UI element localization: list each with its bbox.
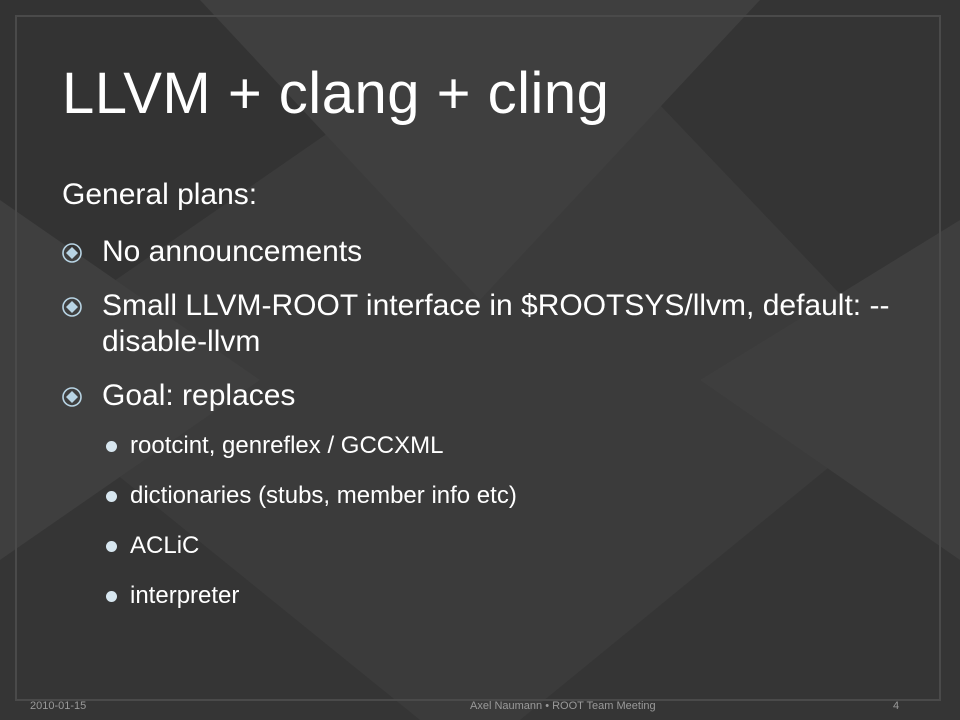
bullet-text: Small LLVM-ROOT interface in $ROOTSYS/ll… <box>102 289 890 358</box>
sub-bullet-item: interpreter <box>62 582 902 610</box>
filled-dot-icon <box>106 541 117 552</box>
footer-page-number: 4 <box>893 700 900 712</box>
footer-presenter: Axel Naumann • ROOT Team Meeting <box>470 700 656 712</box>
slide-content: General plans: No announcements Small LL… <box>62 178 902 632</box>
footer-date: 2010-01-15 <box>30 700 87 712</box>
sub-bullet-item: dictionaries (stubs, member info etc) <box>62 482 902 510</box>
filled-dot-icon <box>106 491 117 502</box>
filled-dot-icon <box>106 441 117 452</box>
sub-bullet-text: interpreter <box>130 582 240 609</box>
circled-diamond-icon <box>62 387 82 407</box>
sub-bullet-text: rootcint, genreflex / GCCXML <box>130 432 444 459</box>
filled-dot-icon <box>106 591 117 602</box>
sub-bullet-item: ACLiC <box>62 532 902 560</box>
sub-bullet-text: dictionaries (stubs, member info etc) <box>130 482 517 509</box>
slide-frame <box>15 15 941 701</box>
bullet-text: Goal: replaces <box>102 379 296 412</box>
sub-bullet-text: ACLiC <box>130 532 200 559</box>
intro-text: General plans: <box>62 178 258 211</box>
circled-diamond-icon <box>62 297 82 317</box>
bullet-text: No announcements <box>102 235 363 268</box>
bullet-item: No announcements <box>62 234 902 270</box>
circled-diamond-icon <box>62 243 82 263</box>
slide-title: LLVM + clang + cling <box>62 61 610 126</box>
bullet-item: Small LLVM-ROOT interface in $ROOTSYS/ll… <box>62 288 902 360</box>
sub-bullet-item: rootcint, genreflex / GCCXML <box>62 432 902 460</box>
bullet-item: Goal: replaces <box>62 378 902 414</box>
